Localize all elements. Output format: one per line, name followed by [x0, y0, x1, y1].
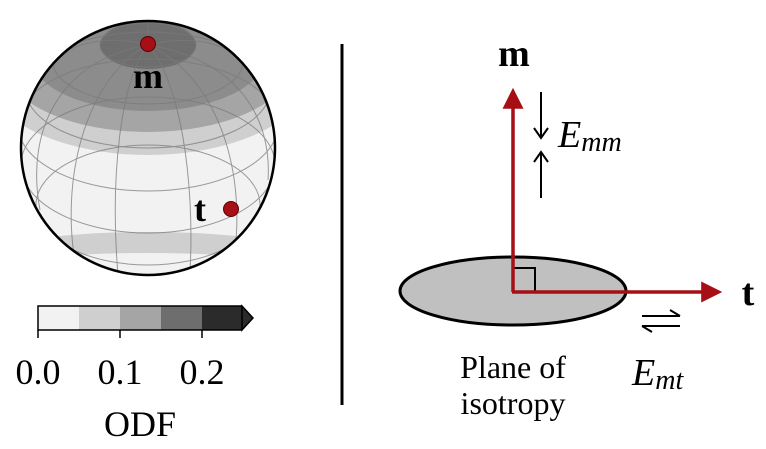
- colorbar-tick-1: 0.1: [98, 352, 143, 392]
- isotropy-diagram: m t Emm Emt Plane of isotropy: [398, 33, 755, 421]
- colorbar-bin-3: [120, 306, 161, 330]
- right-angle-marker: [513, 267, 536, 291]
- axis-t-label: t: [742, 272, 755, 314]
- colorbar-tick-2: 0.2: [180, 352, 225, 392]
- colorbar-tick-0: 0.0: [16, 352, 61, 392]
- e-mm-arrows: [533, 92, 549, 198]
- sphere-outline: [19, 19, 277, 277]
- colorbar-bin-4: [161, 306, 202, 330]
- e-mt-arrows: [641, 309, 681, 333]
- colorbar-frame: [37, 305, 242, 331]
- sphere-label-t: t: [194, 189, 206, 229]
- colorbar-bin-1: [38, 306, 79, 330]
- colorbar-extend-arrow: [241, 304, 255, 332]
- plane-label-line2: isotropy: [461, 385, 566, 421]
- colorbar-bin-5: [202, 306, 242, 330]
- e-mm-label: Emm: [557, 114, 622, 158]
- point-m-marker: [140, 36, 156, 52]
- e-mt-label: Emt: [631, 352, 684, 396]
- odf-sphere: m t: [19, 19, 277, 277]
- point-t-marker: [223, 201, 239, 217]
- sphere-label-m: m: [133, 56, 163, 96]
- colorbar-label: ODF: [104, 404, 176, 444]
- plane-label-line1: Plane of: [460, 349, 566, 385]
- axis-m-label: m: [498, 33, 530, 75]
- colorbar-ticks: [37, 330, 203, 338]
- colorbar-bin-2: [79, 306, 120, 330]
- odf-colorbar: 0.0 0.1 0.2 ODF: [16, 304, 255, 444]
